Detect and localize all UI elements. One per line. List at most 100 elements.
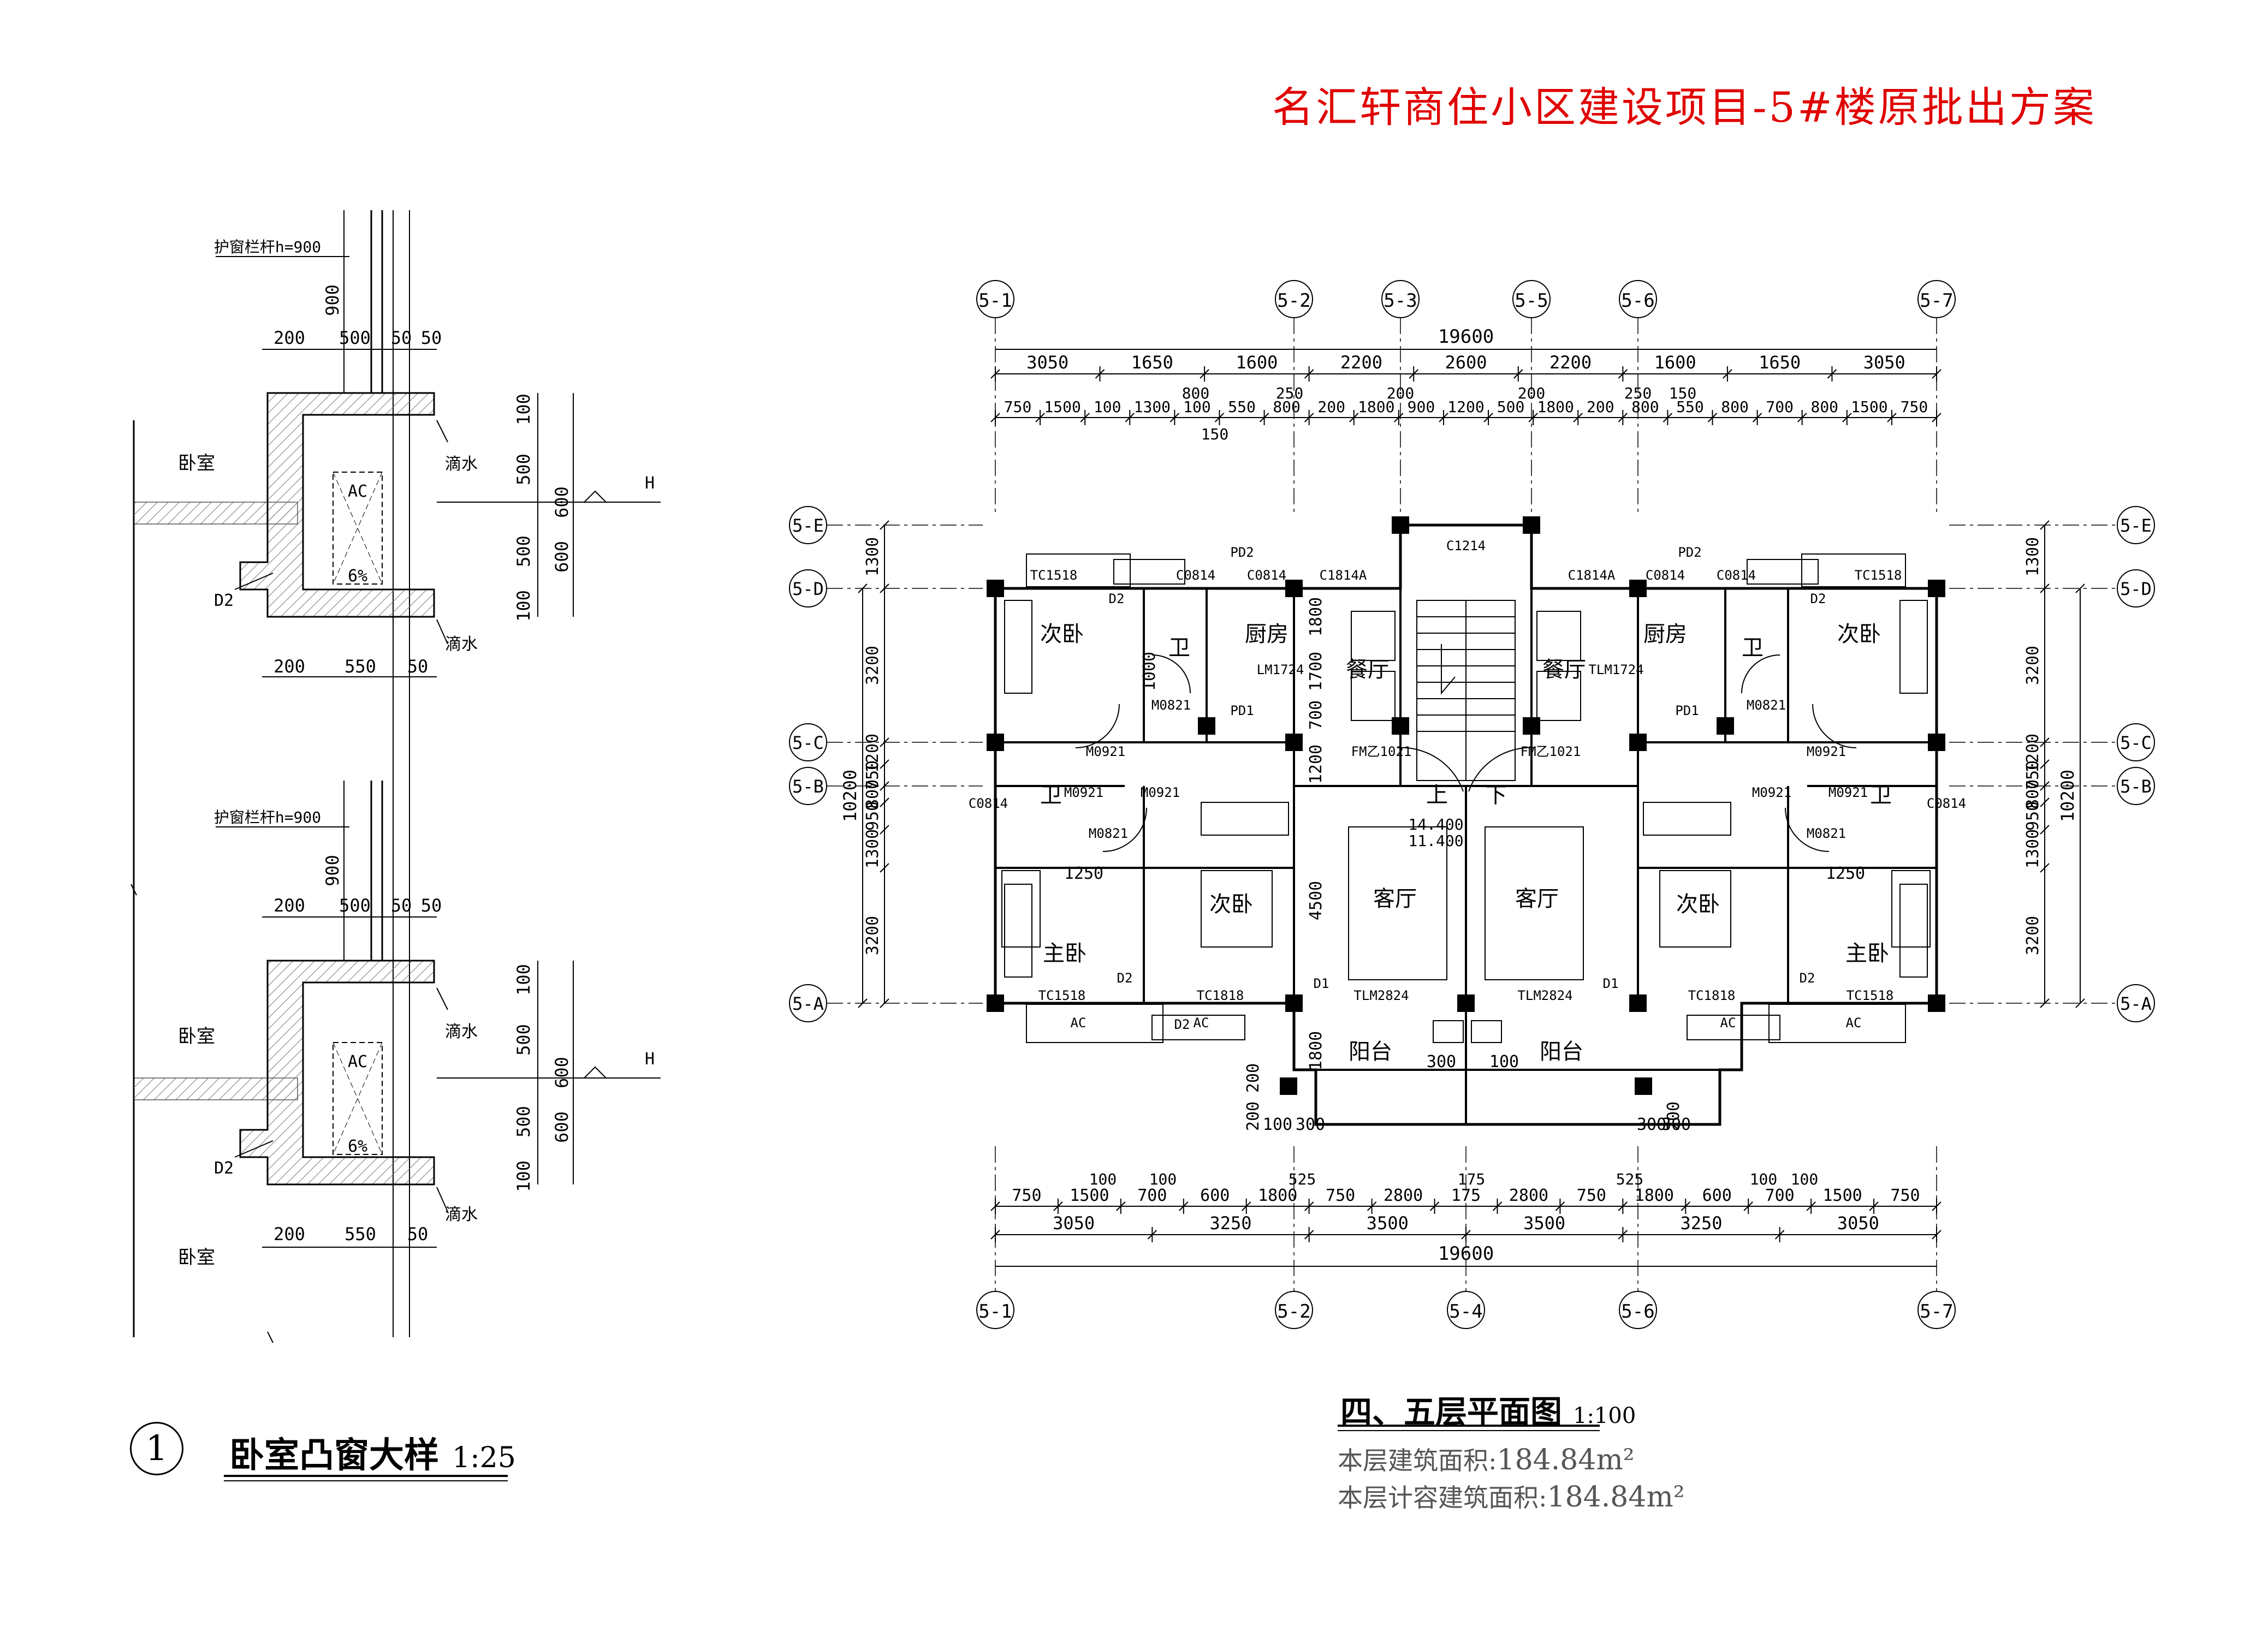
detail-dim-v: 500 bbox=[513, 1106, 534, 1137]
column bbox=[987, 994, 1004, 1012]
door-window-code: PD1 bbox=[1675, 703, 1699, 718]
axis-bubbles-left: 5-E5-D5-C5-B5-A bbox=[789, 506, 983, 1022]
dim-side-total-left: 10200 bbox=[840, 770, 860, 822]
door-window-code: PD1 bbox=[1230, 703, 1254, 718]
dim-top-misc: 150 bbox=[1669, 384, 1697, 402]
inner-dim: 300 bbox=[1296, 1115, 1325, 1134]
column bbox=[987, 580, 1004, 597]
column bbox=[1523, 717, 1540, 735]
inner-dim: 1700 bbox=[1307, 652, 1326, 691]
door-window-code: AC bbox=[1846, 1015, 1862, 1031]
floor-area-line: 本层建筑面积:184.84m² bbox=[1338, 1441, 1635, 1477]
elevation-mark: 11.400 bbox=[1408, 832, 1463, 850]
axis-label: 5-A bbox=[2120, 993, 2152, 1014]
far-area-value: 184.84m² bbox=[1547, 1481, 1685, 1514]
dim-top-2: 2200 bbox=[1340, 352, 1382, 373]
detail-dim-h: 500 bbox=[339, 327, 371, 348]
detail-dim-h: 50 bbox=[407, 656, 429, 677]
axis-label: 5-B bbox=[2120, 776, 2152, 797]
door-window-code: M0821 bbox=[1747, 698, 1786, 713]
door-window-code: M0921 bbox=[1064, 785, 1103, 800]
dim-bottom-misc: 100 bbox=[1089, 1170, 1117, 1188]
door-window-code: C0814 bbox=[1247, 568, 1286, 583]
detail-label: H bbox=[645, 474, 655, 493]
door-window-code: PD2 bbox=[1678, 545, 1701, 560]
inner-dim: 1250 bbox=[1064, 864, 1103, 883]
door-window-code: C0814 bbox=[1646, 568, 1685, 583]
room-label: 卫 bbox=[1742, 635, 1764, 660]
dim-side-left: 1200 bbox=[863, 734, 882, 773]
dim-tick bbox=[2040, 520, 2050, 530]
dim-top-3: 750 bbox=[1004, 398, 1032, 416]
dim-tick bbox=[880, 998, 889, 1008]
floor-area-value: 184.84m² bbox=[1497, 1444, 1635, 1476]
dim-top-3: 500 bbox=[1497, 398, 1525, 416]
dim-bottom-1: 1800 bbox=[1258, 1186, 1297, 1205]
rail-note: 护窗栏杆h=900 bbox=[214, 808, 321, 826]
axis-label: 5-3 bbox=[1384, 290, 1417, 312]
room-label: 餐厅 bbox=[1542, 657, 1586, 682]
dim-bottom-1: 750 bbox=[1890, 1186, 1920, 1205]
column bbox=[1285, 580, 1303, 597]
dim-side-left: 1300 bbox=[863, 537, 882, 576]
axis-bubble bbox=[2117, 569, 2155, 607]
dim-bottom-misc: 525 bbox=[1616, 1170, 1644, 1188]
door-window-code: C1814A bbox=[1568, 568, 1616, 583]
structural-columns bbox=[987, 516, 1945, 1095]
dim-bottom-1: 750 bbox=[1012, 1186, 1041, 1205]
door-window-code: TLM1724 bbox=[1588, 662, 1643, 677]
column bbox=[1629, 580, 1647, 597]
door-window-code: M0821 bbox=[1089, 826, 1128, 841]
axis-bubble bbox=[2117, 723, 2155, 761]
dim-bottom-1: 1500 bbox=[1822, 1186, 1862, 1205]
door-window-code: D2 bbox=[1109, 591, 1125, 606]
axis-label: 5-C bbox=[792, 732, 824, 753]
dim-top-3: 800 bbox=[1631, 398, 1659, 416]
dim-top-misc: 150 bbox=[1201, 425, 1229, 443]
door-window-code: C1214 bbox=[1446, 538, 1486, 553]
dim-side-left: 3200 bbox=[863, 916, 882, 955]
detail-dim-h: 200 bbox=[274, 327, 305, 348]
dim-top-3: 550 bbox=[1676, 398, 1704, 416]
dim-bottom-1: 1500 bbox=[1070, 1186, 1109, 1205]
dim-bottom-1: 2800 bbox=[1509, 1186, 1548, 1205]
door-window-code: PD2 bbox=[1230, 545, 1254, 560]
dim-bottom-misc: 525 bbox=[1289, 1170, 1316, 1188]
dim-top-3: 750 bbox=[1901, 398, 1928, 416]
door-window-code: D2 bbox=[1810, 591, 1826, 606]
detail-caption-underline bbox=[224, 1475, 508, 1477]
door-window-code: TLM2824 bbox=[1517, 988, 1572, 1003]
detail-dim-h: 50 bbox=[421, 895, 442, 916]
room-label: 上 bbox=[1426, 783, 1448, 808]
door-window-code: TC1518 bbox=[1038, 988, 1086, 1003]
door-window-code: M0821 bbox=[1807, 826, 1846, 841]
room-label: 卫 bbox=[1870, 783, 1892, 808]
rail-note: 护窗栏杆h=900 bbox=[214, 238, 321, 256]
dim-bottom-1: 700 bbox=[1765, 1186, 1795, 1205]
door-window-code: TLM2824 bbox=[1353, 988, 1409, 1003]
dim-bottom-1: 750 bbox=[1326, 1186, 1355, 1205]
dim-top-misc: 200 bbox=[1518, 384, 1546, 402]
dim-top-2: 3050 bbox=[1863, 352, 1905, 373]
dim-top-2: 2200 bbox=[1549, 352, 1592, 373]
inner-dim: 100 bbox=[1263, 1115, 1292, 1134]
detail-label: 滴水 bbox=[445, 455, 478, 474]
door-window-code: C0814 bbox=[1176, 568, 1215, 583]
axis-label: 5-E bbox=[2120, 515, 2152, 536]
dim-top-misc: 250 bbox=[1276, 384, 1304, 402]
axis-label: 5-C bbox=[2120, 732, 2152, 753]
dim-side-total-right: 10200 bbox=[2057, 770, 2078, 822]
door-window-code: D2 bbox=[1117, 970, 1133, 986]
door-window-code: M0921 bbox=[1141, 785, 1180, 800]
room-label: 次卧 bbox=[1209, 892, 1253, 917]
dim-bottom-misc: 100 bbox=[1791, 1170, 1819, 1188]
room-label: 次卧 bbox=[1676, 892, 1720, 917]
dim-top-3: 1300 bbox=[1134, 398, 1171, 416]
plan-caption-underline bbox=[1338, 1425, 1600, 1427]
elevation-mark: 14.400 bbox=[1408, 815, 1463, 833]
room-label: 客厅 bbox=[1515, 886, 1559, 912]
dim-side-left: 3200 bbox=[863, 646, 882, 685]
dim-side-right: 800 bbox=[2023, 779, 2043, 809]
dim-bottom-1: 1800 bbox=[1635, 1186, 1674, 1205]
